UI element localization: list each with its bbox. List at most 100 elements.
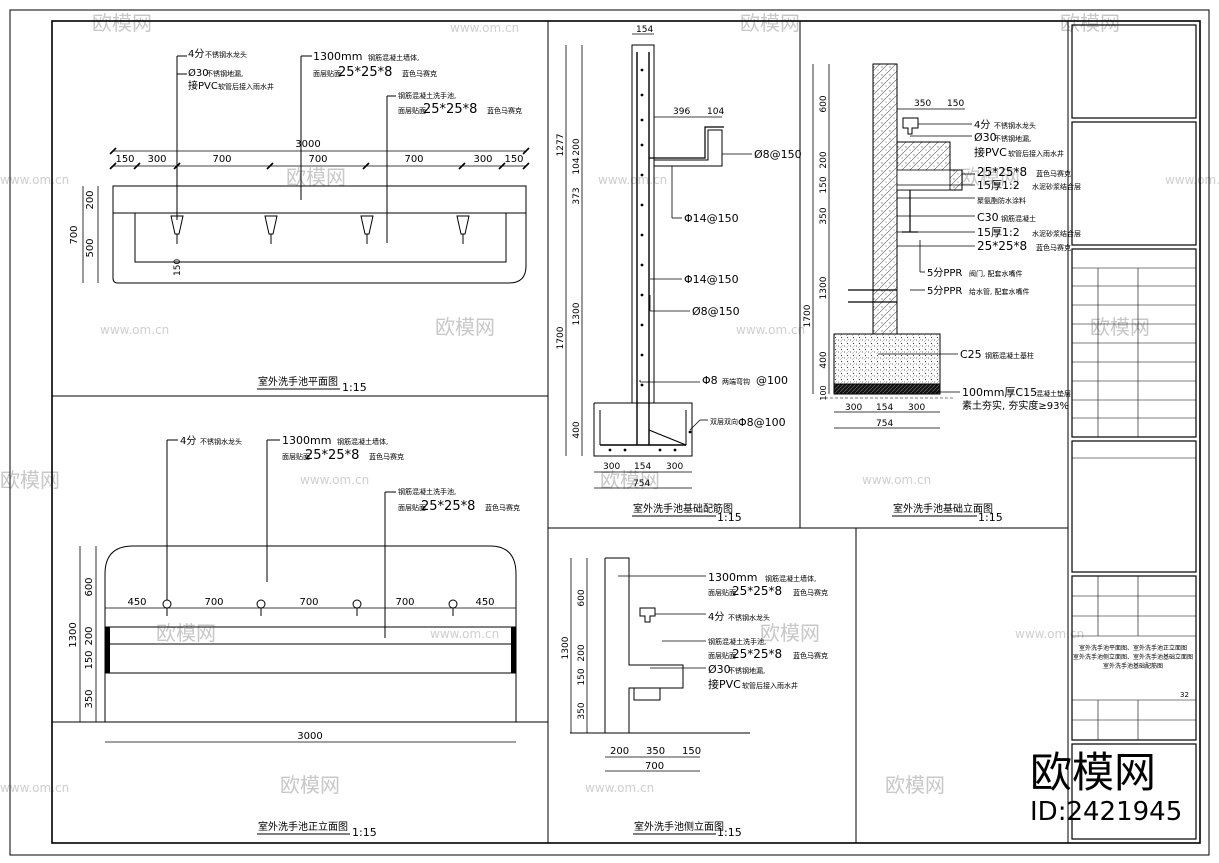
svg-text:25*25*8: 25*25*8 [977,165,1027,179]
svg-text:450: 450 [475,597,494,608]
svg-text:1300mm: 1300mm [282,434,331,447]
svg-text:1277: 1277 [556,134,566,157]
svg-text:300: 300 [845,403,862,413]
svg-text:欧模网: 欧模网 [885,773,945,797]
svg-text:蓝色马赛克: 蓝色马赛克 [793,651,828,660]
svg-text:1700: 1700 [556,326,566,349]
svg-text:阀门, 配套水嘴件: 阀门, 配套水嘴件 [969,269,1022,278]
svg-text:室外洗手池基础配筋图: 室外洗手池基础配筋图 [1103,662,1163,670]
svg-text:350: 350 [577,702,587,719]
svg-text:软管后接入雨水井: 软管后接入雨水井 [1008,149,1064,158]
svg-text:150: 150 [115,154,134,165]
svg-text:1300mm: 1300mm [313,50,362,63]
side-scale: 1:15 [717,826,742,839]
svg-text:软管后接入雨水井: 软管后接入雨水井 [218,82,274,91]
svg-text:Ø30: Ø30 [708,663,731,676]
svg-text:4分: 4分 [180,435,196,447]
svg-text:钢筋混凝土洗手池,: 钢筋混凝土洗手池, [398,487,456,496]
svg-text:200: 200 [84,626,95,645]
plan-note-drain: Ø30 不锈钢地漏, 接PVC 软管后接入雨水井 [177,67,274,92]
svg-text:200: 200 [610,746,629,757]
svg-text:欧模网: 欧模网 [280,773,340,797]
svg-text:欧模网: 欧模网 [156,621,216,645]
svg-text:Ø8@150: Ø8@150 [692,305,740,318]
svg-text:不锈钢地漏,: 不锈钢地漏, [206,69,243,78]
svg-text:150: 150 [947,99,964,109]
svg-text:3000: 3000 [295,139,320,150]
svg-text:www.om.cn: www.om.cn [300,473,369,487]
svg-text:300: 300 [908,403,925,413]
svg-text:欧模网: 欧模网 [435,315,495,339]
svg-text:素土夯实, 夯实度≥93%: 素土夯实, 夯实度≥93% [962,399,1069,412]
svg-text:面层贴面: 面层贴面 [398,106,426,115]
drawing-frame [9,9,1210,856]
svg-text:蓝色马赛克: 蓝色马赛克 [793,588,828,597]
svg-text:面层贴面: 面层贴面 [313,69,341,78]
svg-text:不锈钢水龙头: 不锈钢水龙头 [728,613,770,622]
front-note-wall: 1300mm 钢筋混凝土墙体, 面层贴面 25*25*8 蓝色马赛克 [266,434,404,582]
svg-text:4分: 4分 [708,611,724,623]
svg-text:欧模网: 欧模网 [760,621,820,645]
svg-text:104: 104 [572,157,582,174]
svg-text:150: 150 [84,650,95,669]
svg-text:600: 600 [819,95,829,112]
plan-view: 4分 不锈钢水龙头 Ø30 不锈钢地漏, 接PVC 软管后接入雨水井 1300m… [69,48,530,394]
svg-text:150: 150 [577,668,587,685]
svg-text:700: 700 [212,154,231,165]
svg-text:接PVC: 接PVC [708,678,741,691]
svg-text:25*25*8: 25*25*8 [977,239,1027,253]
svg-text:欧模网: 欧模网 [1030,748,1156,797]
svg-text:不锈钢水龙头: 不锈钢水龙头 [205,50,247,59]
svg-text:www.om.cn: www.om.cn [598,173,667,187]
svg-text:350: 350 [819,207,829,224]
svg-text:混凝土垫层: 混凝土垫层 [1036,389,1071,398]
svg-text:1300: 1300 [68,622,79,647]
svg-text:700: 700 [69,225,80,244]
svg-text:500: 500 [85,238,96,257]
svg-text:150: 150 [682,746,701,757]
svg-text:蓝色马赛克: 蓝色马赛克 [402,69,437,78]
svg-text:欧模网: 欧模网 [286,165,346,189]
svg-text:Ø30: Ø30 [188,67,209,79]
svg-text:300: 300 [603,462,620,472]
svg-text:1300mm: 1300mm [708,571,757,584]
svg-text:www.om.cn: www.om.cn [430,627,499,641]
svg-text:150: 150 [819,176,829,193]
svg-text:钢筋混凝土: 钢筋混凝土 [1001,214,1036,223]
svg-text:1300: 1300 [572,302,582,325]
svg-text:4分: 4分 [974,119,990,131]
svg-text:154: 154 [636,25,653,35]
svg-text:104: 104 [707,107,724,117]
rebar-section-view: 154 396 104 1277 200 104 373 1700 1300 4… [556,25,802,524]
svg-text:32: 32 [1180,691,1189,699]
svg-text:100mm厚C15: 100mm厚C15 [962,386,1037,399]
svg-text:600: 600 [84,577,95,596]
svg-text:154: 154 [876,403,893,413]
watermark-layer: 欧模网 欧模网 欧模网 欧模网 欧模网 欧模网 欧模网 欧模网 欧模网 欧模网 … [0,11,1219,797]
svg-text:蓝色马赛克: 蓝色马赛克 [487,106,522,115]
svg-text:钢筋混凝土墙体,: 钢筋混凝土墙体, [337,437,388,446]
svg-text:www.om.cn: www.om.cn [736,323,805,337]
svg-text:Ø30: Ø30 [974,131,997,144]
side-title: 室外洗手池侧立面图 [634,820,724,833]
svg-text:Φ14@150: Φ14@150 [684,273,739,286]
svg-text:Φ14@150: Φ14@150 [684,212,739,225]
svg-text:700: 700 [299,597,318,608]
svg-text:Φ8: Φ8 [702,374,718,387]
svg-text:钢筋混凝土墙体,: 钢筋混凝土墙体, [368,53,419,62]
svg-text:接PVC: 接PVC [188,79,218,92]
plan-basin-outline [112,185,527,284]
svg-text:www.om.cn: www.om.cn [585,781,654,795]
svg-text:室外洗手池侧立面图、室外洗手池基础立面图: 室外洗手池侧立面图、室外洗手池基础立面图 [1073,653,1193,661]
svg-text:1700: 1700 [803,304,813,327]
svg-text:Φ8@100: Φ8@100 [738,416,786,429]
svg-text:面层贴面: 面层贴面 [398,503,426,512]
svg-text:754: 754 [633,479,650,489]
svg-text:700: 700 [308,154,327,165]
svg-text:欧模网: 欧模网 [740,11,800,35]
svg-text:水泥砂浆结合层: 水泥砂浆结合层 [1032,229,1081,238]
svg-text:钢筋混凝土洗手池,: 钢筋混凝土洗手池, [708,637,766,646]
svg-text:面层贴面: 面层贴面 [708,588,736,597]
svg-text:350: 350 [914,99,931,109]
